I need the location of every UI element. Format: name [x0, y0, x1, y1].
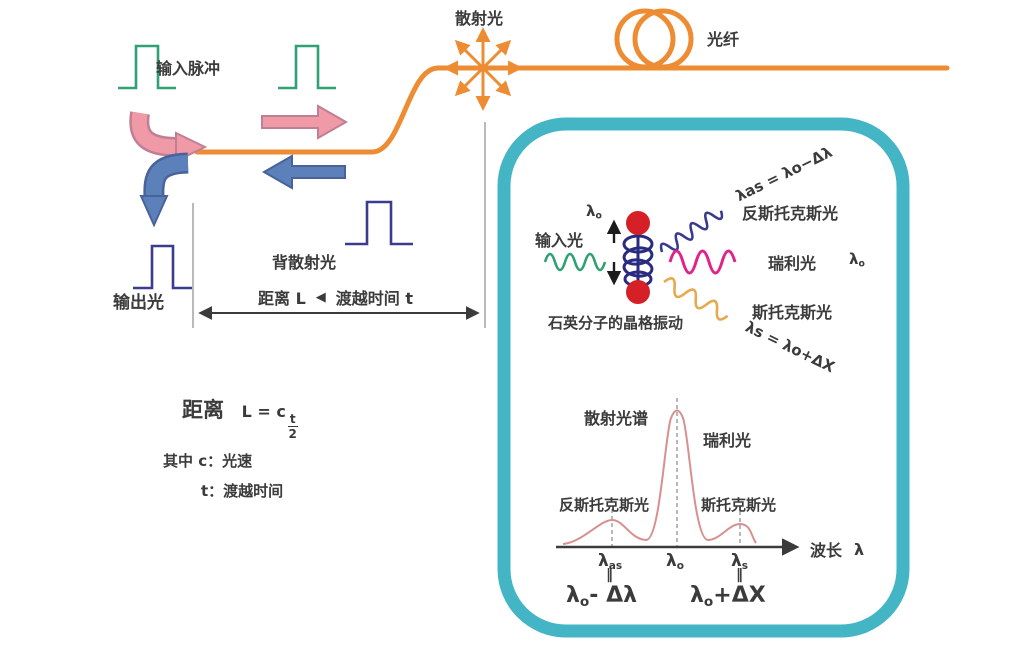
fiber-coil-icon: [614, 8, 694, 70]
equals-glyph-as: ‖: [606, 567, 613, 583]
wavelength-axis-label: 波长 λ: [810, 537, 864, 561]
fiber-label: 光纤: [707, 30, 740, 49]
where-t-definition: t：渡越时间: [201, 482, 284, 500]
rayleigh-wave: [668, 249, 737, 275]
lattice-molecule-icon: [622, 211, 654, 304]
output-light-label: 输出光: [113, 293, 164, 313]
molecule-label: 石英分子的晶格振动: [548, 314, 684, 332]
tick-sub: as: [608, 559, 623, 572]
tick-lambda-o: λo: [666, 551, 684, 572]
tick-base: λ: [598, 551, 609, 571]
scatter-star-icon: [443, 27, 523, 111]
value-rest: - Δλ: [589, 583, 638, 608]
spectrum-stokes-label: 斯托克斯光: [701, 496, 777, 514]
tick-sub: s: [741, 559, 749, 572]
lambda-base: λ: [849, 250, 859, 268]
forward-arrow: [261, 104, 349, 140]
stokes-wave: [663, 277, 729, 321]
backscatter-label: 背散射光: [272, 253, 337, 272]
axis-label-text: 波长: [810, 541, 843, 560]
backscatter-pulse-icon: [345, 200, 413, 246]
fiber-line: [194, 65, 950, 155]
input-pulse-icon-1: [118, 44, 176, 90]
value-base: λ: [566, 583, 580, 608]
launch-arrow-curved: [129, 111, 208, 163]
anti-stokes-wave: [659, 210, 724, 253]
scatter-box-frame: [497, 117, 910, 638]
lambda-base: λ: [586, 202, 596, 220]
return-arrow: [261, 154, 346, 190]
scatter-light-label: 散射光: [455, 9, 504, 28]
output-arrow-curved: [139, 152, 189, 228]
lambda-sub: o: [858, 258, 865, 270]
value-sub: o: [579, 593, 590, 610]
value-base: λ: [690, 583, 704, 608]
axis-lambda: λ: [854, 539, 865, 559]
formula-prefix: 距离: [182, 398, 224, 422]
tick-lambda-s: λs: [731, 551, 748, 572]
transit-time-label: 渡越时间 t: [335, 289, 414, 308]
spectrum-curve: [562, 409, 757, 545]
fraction-numerator: t: [287, 412, 298, 427]
output-pulse-icon: [133, 244, 192, 290]
rayleigh-label: 瑞利光: [768, 254, 817, 273]
distance-label: 距离 L: [258, 289, 306, 308]
distance-transit-caption: 距离 L ◀ 渡越时间 t: [258, 285, 413, 309]
tick-base: λ: [666, 551, 677, 571]
lambda-o-label: λo: [586, 202, 602, 222]
spectrum-anti-stokes-label: 反斯托克斯光: [559, 496, 650, 514]
where-c-definition: 其中 c：光速: [163, 452, 253, 470]
input-light-label: 输入光: [535, 231, 584, 250]
tick-lambda-as: λas: [598, 551, 622, 572]
value-sub: o: [703, 593, 714, 610]
anti-stokes-wavelength-value: λo- Δλ: [566, 583, 637, 610]
spectrum-rayleigh-label: 瑞利光: [703, 431, 752, 450]
tick-sub: o: [676, 559, 685, 572]
left-triangle-icon: ◀: [315, 289, 326, 305]
spectrum-dashed-guides: [611, 398, 741, 546]
rayleigh-lambda-label: λo: [849, 250, 865, 270]
equals-glyph-s: ‖: [736, 567, 743, 583]
input-pulse-label: 输入脉冲: [156, 59, 221, 78]
fraction-denominator: 2: [288, 427, 297, 441]
stokes-wavelength-value: λo+ΔΧ: [690, 583, 766, 610]
tick-base: λ: [731, 551, 742, 571]
formula-body: L = c: [241, 402, 286, 421]
value-rest: +ΔΧ: [713, 583, 766, 608]
stokes-label: 斯托克斯光: [752, 303, 833, 322]
lambda-sub: o: [595, 210, 602, 222]
anti-stokes-label: 反斯托克斯光: [742, 204, 839, 223]
input-pulse-icon-2: [278, 44, 336, 90]
spectrum-title: 散射光谱: [584, 409, 649, 428]
input-light-wave: [543, 252, 607, 272]
